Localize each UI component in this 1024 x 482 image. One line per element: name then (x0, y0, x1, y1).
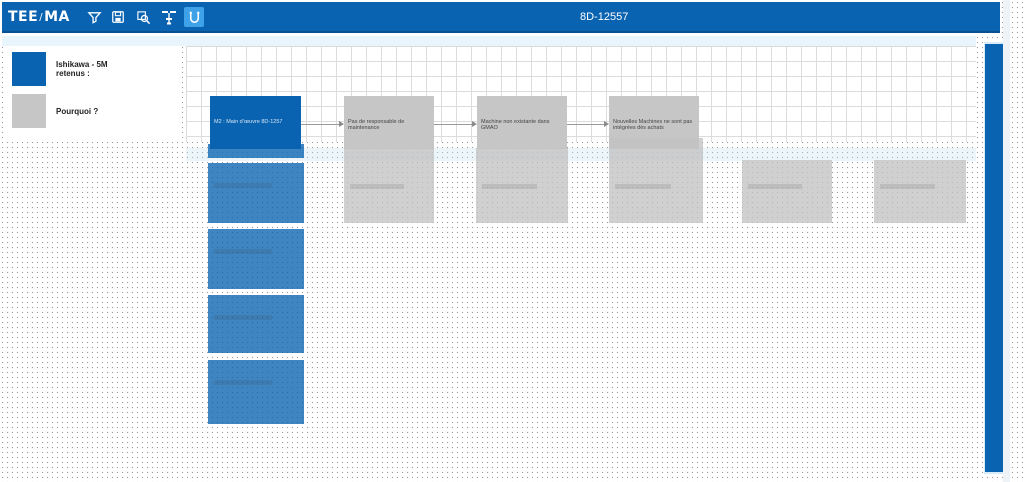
selection-band (186, 148, 976, 161)
ghost-node-gray (874, 160, 966, 223)
diagram-node-why-1[interactable]: Pas de responsable de maintenance (344, 96, 434, 149)
connector-line (567, 124, 606, 125)
logo-separator: / (39, 12, 44, 23)
save-icon (112, 11, 124, 23)
ghost-node-blue (208, 229, 304, 289)
search-icon (136, 10, 150, 24)
connector-line (434, 124, 474, 125)
ghost-node-blue (208, 144, 304, 158)
ghost-node-gray (476, 148, 568, 223)
window-edge (1003, 0, 1010, 482)
ghost-node-gray (344, 148, 434, 223)
app-header: TEE/MA (2, 2, 1000, 33)
legend-label: Ishikawa - 5M retenus : (56, 60, 108, 78)
node-text: Pas de responsable de maintenance (348, 119, 405, 131)
search-button[interactable] (133, 7, 153, 27)
ghost-node-gray (609, 138, 703, 223)
save-button[interactable] (108, 7, 128, 27)
ghost-node-blue (208, 163, 304, 223)
document-id: 8D-12557 (580, 11, 629, 23)
diagram-node-why-2[interactable]: Machine non existante dans GMAO (477, 96, 567, 149)
node-text: Nouvelles Machines ne sont pas intégrées… (613, 119, 693, 131)
legend-swatch-blue (12, 52, 46, 86)
arrowhead-icon (604, 121, 609, 127)
legend-label: Pourquoi ? (56, 106, 99, 116)
arrowhead-icon (339, 121, 344, 127)
logo-text-right: MA (44, 9, 70, 25)
legend-item-pourquoi: Pourquoi ? (12, 94, 136, 128)
diagram-node-root[interactable]: M2 : Main d’œuvre 8D-1257 (210, 96, 301, 149)
five-why-tool-icon (189, 11, 199, 23)
legend-swatch-gray (12, 94, 46, 128)
diagram-canvas[interactable] (186, 46, 976, 142)
ishikawa-tool-button[interactable] (159, 7, 179, 27)
legend-item-ishikawa: Ishikawa - 5M retenus : (12, 52, 136, 86)
ishikawa-tool-icon (162, 11, 176, 25)
connector-line (301, 124, 341, 125)
arrowhead-icon (472, 121, 477, 127)
vertical-scrollbar-overlay (985, 140, 1003, 472)
node-text: M2 : Main d’œuvre 8D-1257 (214, 119, 283, 125)
five-why-tool-button[interactable] (184, 7, 204, 27)
ghost-node-blue (208, 295, 304, 353)
ghost-node-blue (208, 360, 304, 424)
filter-icon (86, 11, 102, 24)
node-text: Machine non existante dans GMAO (481, 119, 550, 131)
filter-button[interactable] (84, 7, 104, 27)
ghost-node-gray (742, 160, 832, 223)
legend-panel: Ishikawa - 5M retenus : Pourquoi ? (6, 46, 182, 142)
canvas-top-shade (2, 36, 976, 46)
logo-text-left: TEE (8, 9, 39, 25)
app-logo: TEE/MA (8, 9, 70, 25)
